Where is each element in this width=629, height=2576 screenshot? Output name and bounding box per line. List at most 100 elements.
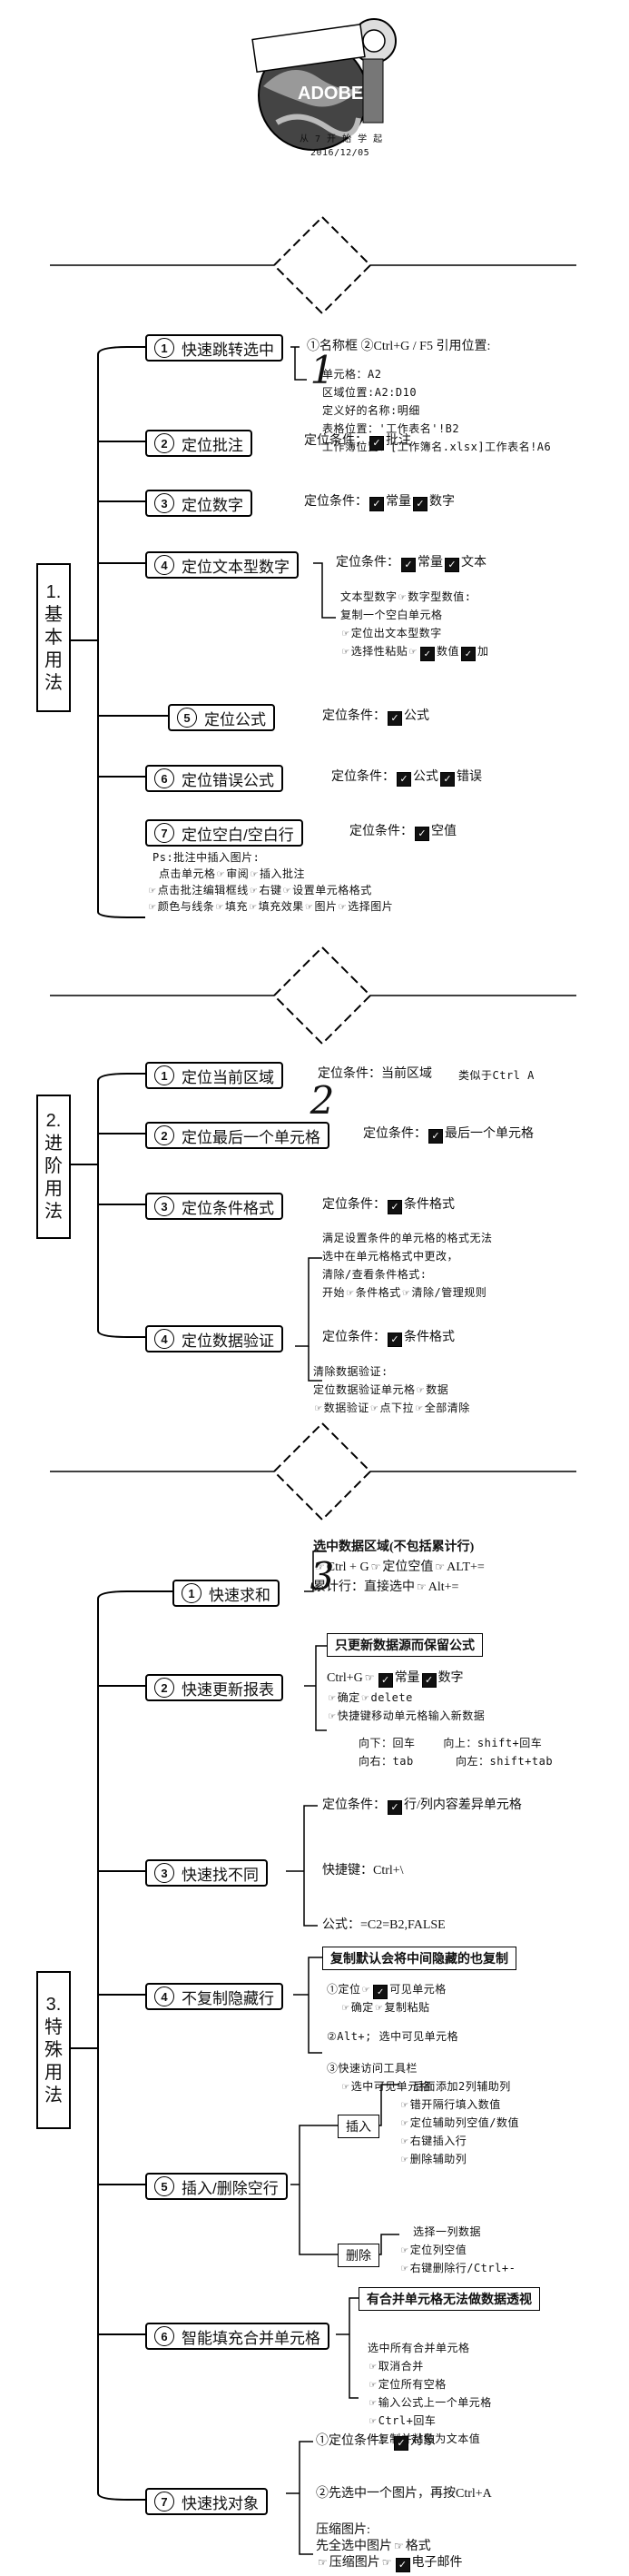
category-char: 法 xyxy=(44,2085,63,2105)
badge: 3 xyxy=(154,493,174,513)
pointing-hand-icon: ☞ xyxy=(401,2262,408,2274)
check-icon: ✓ xyxy=(413,497,428,511)
detail-line: 选中在单元格格式中更改， xyxy=(322,1250,459,1263)
detail-line: 表格位置：'工作表名'!B2 xyxy=(322,422,460,435)
option-label: 数字 xyxy=(429,495,455,509)
check-icon: ✓ xyxy=(388,1200,402,1214)
node-label: 定位文本型数字 xyxy=(182,558,290,576)
category-char: 用 xyxy=(44,1179,63,1199)
detail-line: ☞取消合并 xyxy=(368,2360,424,2373)
check-icon: ✓ xyxy=(401,558,416,572)
detail-text: 确定 xyxy=(337,1691,360,1704)
category-char: 法 xyxy=(44,672,63,693)
badge: 1 xyxy=(182,1583,201,1603)
condition-line: 定位条件：✓条件格式 xyxy=(322,1331,455,1347)
key-text: 向左：shift+tab xyxy=(456,1755,554,1768)
pointing-hand-icon: ☞ xyxy=(364,1671,375,1684)
detail-line: 先全选中图片☞格式 xyxy=(316,2540,431,2555)
section-2-diamond: 2 xyxy=(272,946,372,1123)
option-label: 对象 xyxy=(410,2434,436,2448)
pointing-hand-icon: ☞ xyxy=(401,2135,408,2147)
detail-line: 开始☞条件格式☞清除/管理规则 xyxy=(322,1286,486,1299)
detail-text: Ctrl + G xyxy=(326,1560,369,1574)
badge: 1 xyxy=(154,338,174,358)
detail-line: ☞确定☞复制粘贴 xyxy=(340,2001,430,2014)
detail-line: ☞删除辅助列 xyxy=(399,2153,467,2165)
node-label: 快速更新报表 xyxy=(182,1680,274,1699)
section-1-diamond: 1 xyxy=(272,215,372,392)
detail-line: ☞右键插入行 xyxy=(399,2135,467,2147)
detail-text: Alt+= xyxy=(428,1580,459,1594)
branch-title: ①名称框 ②Ctrl+G / F5 引用位置: xyxy=(307,340,491,353)
pointing-hand-icon: ☞ xyxy=(329,1709,336,1722)
pointing-hand-icon: ☞ xyxy=(401,2244,408,2256)
check-icon: ✓ xyxy=(419,647,435,661)
condition-line: 定位条件：✓公式✓错误 xyxy=(331,770,482,787)
node-label: 快速求和 xyxy=(209,1586,270,1604)
detail-text: 清除/管理规则 xyxy=(411,1286,487,1299)
pointing-hand-icon: ☞ xyxy=(250,884,258,897)
detail-line: 满足设置条件的单元格的格式无法 xyxy=(322,1232,493,1244)
badge: 3 xyxy=(154,1196,174,1216)
condition-label: 定位条件： xyxy=(322,1198,386,1212)
pointing-hand-icon: ☞ xyxy=(369,2414,377,2427)
note-text: 填充 xyxy=(224,900,248,913)
detail-line: 定义好的名称:明细 xyxy=(322,404,420,417)
condition-label: 定位条件： xyxy=(349,825,413,838)
node-label: 定位最后一个单元格 xyxy=(182,1128,320,1146)
condition-line: ①定位条件：✓对象 xyxy=(316,2434,436,2451)
detail-text: 文本型数字 xyxy=(340,590,398,603)
detail-line: 选中所有合并单元格 xyxy=(368,2342,470,2354)
detail-text: 确定 xyxy=(350,2001,374,2014)
section-3-diamond: 3 xyxy=(272,1422,372,1599)
condition-line: 定位条件：✓批注 xyxy=(304,434,411,451)
condition-line: 定位条件：✓最后一个单元格 xyxy=(363,1127,534,1144)
detail-text: 复制粘贴 xyxy=(384,2001,430,2014)
check-icon: ✓ xyxy=(445,558,459,572)
detail-line: 清除数据验证: xyxy=(313,1365,388,1378)
detail-text: 定位列空值 xyxy=(409,2244,467,2256)
detail-text: 选中可见单元格 xyxy=(350,2080,431,2093)
detail-text: ①定位 xyxy=(327,1983,361,1996)
header-box: 复制默认会将中间隐藏的也复制 xyxy=(322,1947,516,1970)
pointing-hand-icon: ☞ xyxy=(149,900,156,913)
badge: 1 xyxy=(154,1065,174,1085)
header-box: 有合并单元格无法做数据透视 xyxy=(359,2287,540,2311)
node-label: 定位批注 xyxy=(182,436,243,454)
pointing-hand-icon: ☞ xyxy=(342,627,349,639)
badge: 4 xyxy=(154,555,174,575)
pointing-hand-icon: ☞ xyxy=(250,900,257,913)
note-text: 审阅 xyxy=(226,867,250,880)
detail-text: Ctrl+G xyxy=(327,1671,363,1685)
detail-line: ☞定位出文本型数字 xyxy=(340,627,442,639)
category-advanced: 2. 进 阶 用 法 xyxy=(36,1095,71,1239)
ps-note: Ps:批注中插入图片: xyxy=(152,851,260,864)
detail-text: 定位辅助列空值/数值 xyxy=(409,2116,519,2129)
detail-text: 压缩图片 xyxy=(329,2556,380,2570)
pointing-hand-icon: ☞ xyxy=(361,1691,369,1704)
node-label: 快速找不同 xyxy=(182,1866,259,1884)
detail-text: 全部清除 xyxy=(424,1402,470,1414)
detail-text: 右键插入行 xyxy=(409,2135,467,2147)
pointing-hand-icon: ☞ xyxy=(416,1402,423,1414)
key-text: 向上：shift+回车 xyxy=(443,1737,543,1749)
detail-text: 定位空值 xyxy=(382,1560,434,1574)
option-label: 常量 xyxy=(418,556,443,570)
detail-line: ☞右键删除行/Ctrl+- xyxy=(399,2262,516,2274)
detail-line: ①定位☞✓可见单元格 xyxy=(327,1983,447,1999)
detail-line: ☞快捷键移动单元格输入新数据 xyxy=(327,1709,485,1722)
condition-label: ①定位条件： xyxy=(316,2434,392,2448)
check-icon: ✓ xyxy=(378,1673,393,1688)
section-number: 3 xyxy=(310,1553,335,1599)
check-icon: ✓ xyxy=(373,1985,388,1999)
detail-line: ☞Ctrl+回车 xyxy=(368,2414,436,2427)
check-icon: ✓ xyxy=(394,2436,408,2451)
detail-line: ☞确定☞delete xyxy=(327,1691,413,1704)
